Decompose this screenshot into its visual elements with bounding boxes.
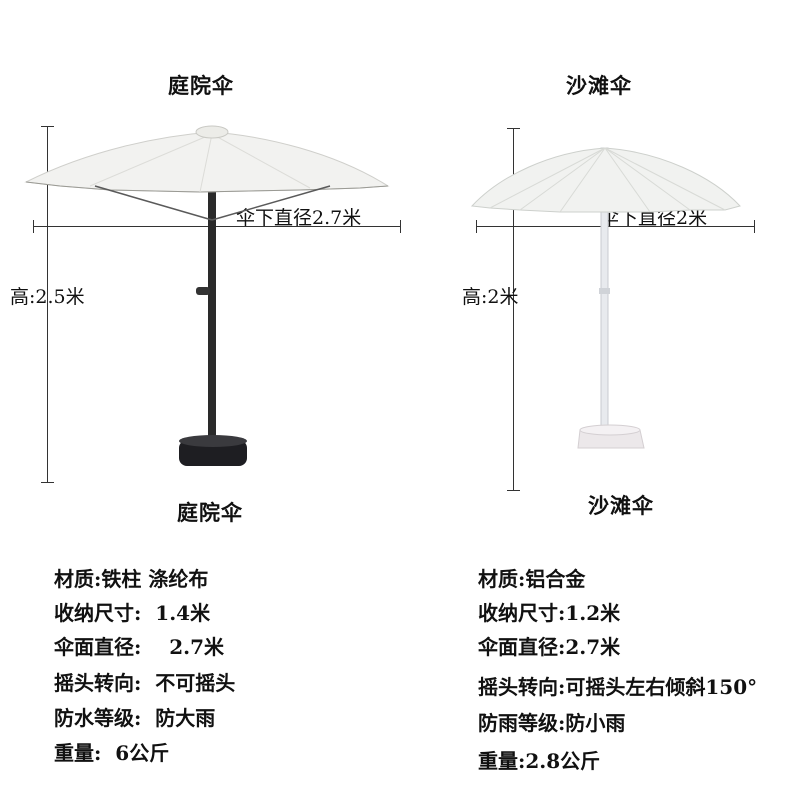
patio-spec-storage-size: 收纳尺寸: 1.4米 (54, 601, 211, 625)
patio-height-tick-top (41, 126, 54, 127)
beach-diameter-tick-right (754, 220, 755, 233)
beach-spec-tilt: 摇头转向:可摇头左右倾斜150° (478, 675, 758, 699)
patio-diameter-label: 伞下直径2.7米 (236, 207, 362, 229)
beach-umbrella-top-title: 沙滩伞 (566, 73, 632, 98)
patio-diameter-tick-left (33, 220, 34, 233)
beach-spec-storage-size: 收纳尺寸:1.2米 (478, 601, 621, 625)
patio-spec-weight: 重量: 6公斤 (54, 741, 170, 765)
patio-spec-list: 材质:铁柱 涤纶布 收纳尺寸: 1.4米 伞面直径: 2.7米 摇头转向: 不可… (54, 563, 235, 767)
beach-spec-weight: 重量:2.8公斤 (478, 749, 601, 773)
beach-spec-canopy-diameter: 伞面直径:2.7米 (478, 635, 621, 659)
patio-spec-material: 材质:铁柱 涤纶布 (54, 567, 209, 591)
patio-height-tick-bottom (41, 482, 54, 483)
patio-height-line (47, 126, 48, 482)
beach-height-label: 高:2米 (462, 286, 519, 308)
beach-diameter-tick-left (476, 220, 477, 233)
patio-spec-waterproof: 防水等级: 防大雨 (54, 706, 216, 730)
patio-umbrella-top-title: 庭院伞 (168, 73, 234, 98)
patio-spec-canopy-diameter: 伞面直径: 2.7米 (54, 635, 225, 659)
beach-spec-material: 材质:铝合金 (478, 567, 586, 591)
patio-height-label: 高:2.5米 (10, 286, 85, 308)
beach-spec-list: 材质:铝合金 收纳尺寸:1.2米 伞面直径:2.7米 摇头转向:可摇头左右倾斜1… (478, 563, 757, 775)
beach-spec-rainproof: 防雨等级:防小雨 (478, 711, 626, 735)
patio-spec-tilt: 摇头转向: 不可摇头 (54, 671, 236, 695)
beach-height-line (513, 128, 514, 490)
patio-umbrella-bottom-title: 庭院伞 (177, 500, 243, 525)
patio-diameter-line (33, 226, 400, 227)
beach-diameter-line (476, 226, 754, 227)
patio-diameter-tick-right (400, 220, 401, 233)
beach-diameter-label: 伞下直径2米 (600, 207, 708, 229)
beach-umbrella-bottom-title: 沙滩伞 (588, 493, 654, 518)
beach-height-tick-top (507, 128, 520, 129)
beach-height-tick-bottom (507, 490, 520, 491)
